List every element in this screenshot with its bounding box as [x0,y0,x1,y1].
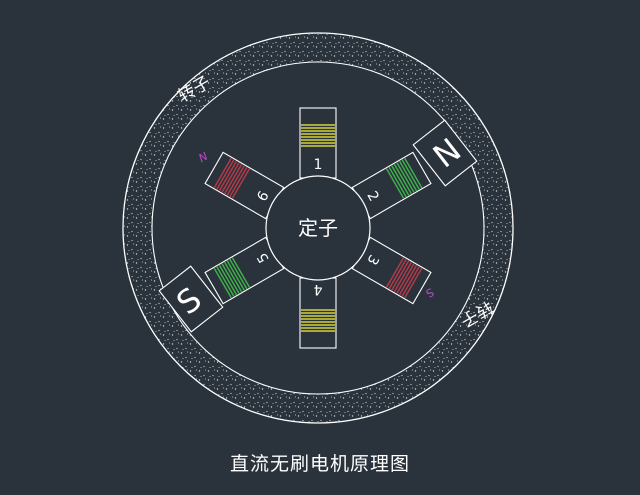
coil-4 [301,309,335,332]
pole-label-1: 1 [314,157,323,173]
pole-3 [351,236,432,305]
coil-6 [213,157,251,199]
stator-label: 定子 [298,216,338,240]
pole-5 [204,236,285,305]
coil-5 [213,257,251,299]
diagram-caption: 直流无刷电机原理图 [229,453,410,475]
pole-6 [204,151,285,220]
stator-arms [204,107,432,349]
stator-core [265,175,371,281]
magnet-s: S [158,265,224,333]
pole-1 [299,107,337,179]
coil-3 [385,257,423,299]
coil-2 [385,157,423,199]
pole-label-4: 4 [313,281,322,297]
pole-4 [299,277,337,349]
pole-2 [351,151,432,220]
coil-1 [301,124,335,147]
